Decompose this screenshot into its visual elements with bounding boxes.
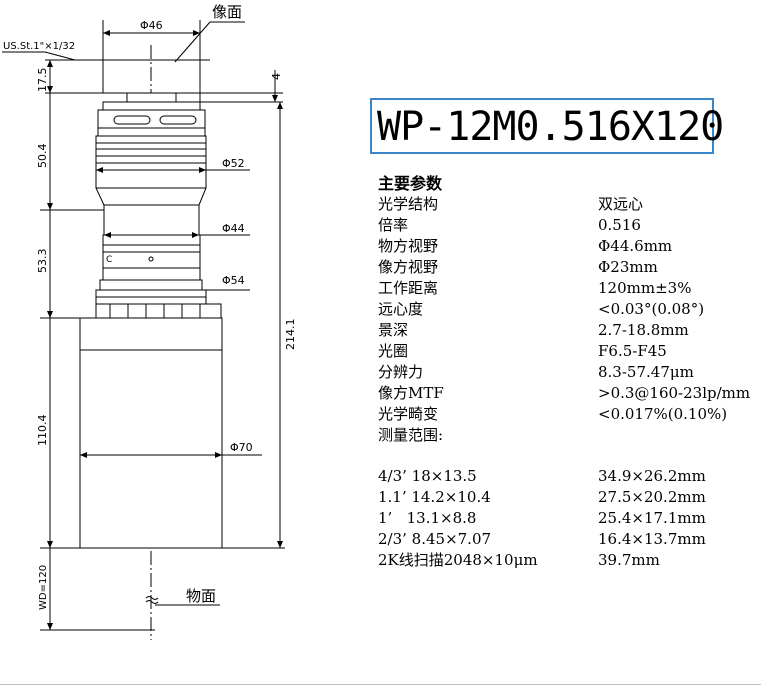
dim-h17-5: 17.5 bbox=[36, 68, 49, 93]
dim-wd: WD=120 bbox=[38, 565, 49, 610]
model-title-box bbox=[370, 98, 714, 154]
dim-h4: 4 bbox=[270, 73, 283, 80]
dim-d46: Φ46 bbox=[140, 19, 163, 32]
lens-drawing: Φ46 像面 US.St.1"×1/32 Φ52 Φ44 Φ54 Φ70 C 1… bbox=[2, 3, 297, 640]
ring-text-left: C bbox=[106, 255, 112, 265]
clamp-ring bbox=[95, 303, 222, 319]
taper-section bbox=[95, 169, 207, 236]
dim-d54: Φ54 bbox=[222, 274, 245, 287]
mount-flange bbox=[102, 101, 201, 111]
c-mount bbox=[126, 92, 177, 103]
dim-d44: Φ44 bbox=[222, 222, 245, 235]
dim-h50-4: 50.4 bbox=[36, 144, 49, 169]
front-barrel bbox=[79, 317, 223, 549]
dim-h53-3: 53.3 bbox=[36, 249, 49, 274]
dim-d70: Φ70 bbox=[230, 441, 253, 454]
label-image-plane: 像面 bbox=[212, 3, 242, 21]
dim-d52: Φ52 bbox=[222, 157, 245, 170]
label-object-plane: 物面 bbox=[186, 587, 216, 605]
params-heading: 主要参数 bbox=[378, 174, 443, 193]
bottom-divider bbox=[0, 684, 761, 685]
model-title: WP-12M0.516X120 bbox=[377, 104, 724, 150]
thread-label: US.St.1"×1/32 bbox=[3, 41, 75, 52]
ribbed-section bbox=[95, 135, 207, 171]
dim-h110-4: 110.4 bbox=[36, 415, 49, 447]
dim-h214-1: 214.1 bbox=[284, 319, 297, 351]
focus-ring bbox=[97, 109, 206, 137]
